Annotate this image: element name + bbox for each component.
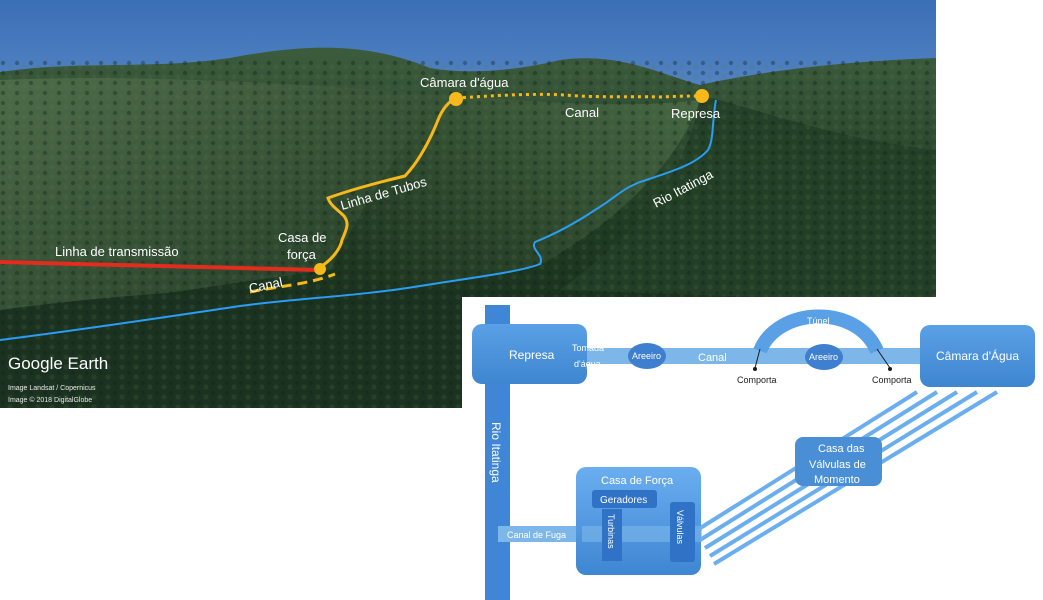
- credit-landsat: Image Landsat / Copernicus: [8, 385, 96, 392]
- label-turbinas: Turbinas: [606, 514, 616, 549]
- turbinas-box: [602, 509, 622, 561]
- camara-box: [920, 325, 1035, 387]
- label-tomada-1: Tomada: [572, 343, 604, 353]
- label-comporta-2: Comporta: [872, 375, 912, 385]
- label-casa-valvulas-2: Válvulas de: [809, 459, 866, 471]
- label-casa-valvulas-3: Momento: [814, 474, 860, 486]
- areeiro-2: [805, 344, 843, 370]
- label-canal: Canal: [698, 352, 727, 364]
- label-represa-box: Represa: [509, 348, 555, 362]
- geradores-box: [592, 490, 657, 508]
- label-casa-1: Casa de: [278, 230, 326, 245]
- valvulas-box: [670, 502, 695, 562]
- label-camara: Câmara d'água: [420, 75, 509, 90]
- represa-box: [472, 324, 587, 384]
- label-canal-bottom: Canal: [248, 274, 284, 296]
- casa-valvulas-box: [795, 437, 882, 486]
- credit-digitalglobe: Image © 2018 DigitalGlobe: [8, 396, 92, 404]
- label-casa-forca: Casa de Força: [601, 475, 674, 487]
- label-represa: Represa: [671, 106, 721, 121]
- label-comporta-1: Comporta: [737, 375, 777, 385]
- canal-fuga-bar: [498, 526, 590, 542]
- label-casa-valvulas-1: Casa das: [818, 443, 865, 455]
- label-geradores: Geradores: [600, 495, 647, 506]
- comporta-1-line: [754, 348, 761, 369]
- label-valvulas: Válvulas: [675, 510, 685, 545]
- label-areeiro-1: Areeiro: [632, 351, 661, 361]
- label-linha-transmissao: Linha de transmissão: [55, 244, 179, 259]
- google-earth-logo: Google Earth: [8, 354, 108, 373]
- comporta-2-line: [876, 348, 891, 369]
- schematic-diagram: Rio Itatinga Canal Túnel Represa Tomada …: [462, 297, 1043, 600]
- canal-bottom-dashed: [249, 272, 336, 294]
- canal-top-dotted: [455, 92, 703, 100]
- comporta-2-dot: [888, 367, 892, 371]
- label-camara-box: Câmara d'Água: [936, 348, 1019, 363]
- transmission-line: [0, 260, 321, 272]
- penstock-line: [317, 96, 457, 270]
- label-canal-top: Canal: [565, 105, 599, 120]
- label-casa-2: força: [287, 247, 317, 262]
- casa-forca-point: [314, 263, 326, 275]
- label-tomada-2: d'água: [574, 359, 601, 369]
- represa-point: [695, 89, 709, 103]
- hydro-schematic: Rio Itatinga Canal Túnel Represa Tomada …: [462, 297, 1043, 600]
- label-tunel: Túnel: [807, 316, 830, 326]
- areeiro-1: [628, 343, 666, 369]
- label-canal-fuga: Canal de Fuga: [507, 530, 566, 540]
- tunnel-arch: [753, 309, 884, 355]
- comporta-1-dot: [753, 367, 757, 371]
- camara-point: [449, 92, 463, 106]
- label-areeiro-2: Areeiro: [809, 352, 838, 362]
- river-line: [0, 99, 717, 341]
- label-rio-itatinga: Rio Itatinga: [489, 422, 503, 483]
